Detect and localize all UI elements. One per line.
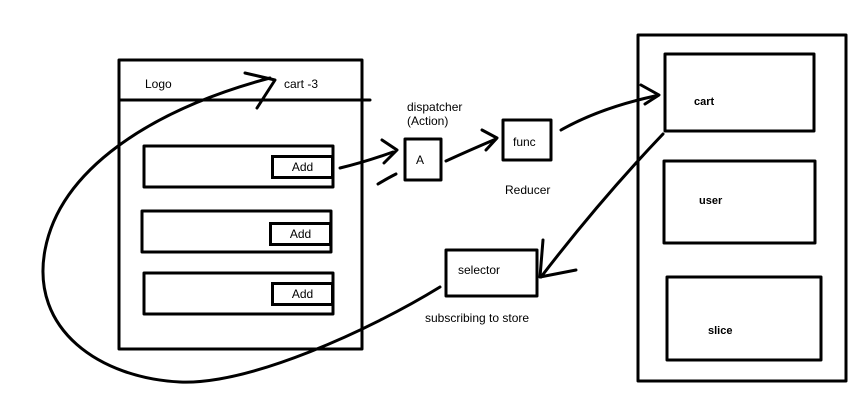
logo-label: Logo: [145, 77, 172, 91]
store-slice-cart-box: [663, 52, 816, 133]
store-slice-slice-label: slice: [708, 325, 733, 337]
add-button-3[interactable]: Add: [271, 282, 334, 306]
func-box-label: func: [513, 135, 536, 149]
store-slice-user-label: user: [699, 195, 723, 207]
arrow-add-to-action: [338, 138, 399, 186]
action-box: [403, 137, 443, 182]
arrow-store-to-selector: [538, 132, 665, 279]
store-slice-slice-box: [665, 275, 823, 362]
subscribe-label: subscribing to store: [425, 311, 530, 325]
reducer-label: Reducer: [505, 183, 551, 197]
store-frame: [636, 33, 848, 383]
action-box-label: A: [416, 153, 425, 167]
arrow-selector-to-cart: [41, 71, 442, 384]
add-button-1[interactable]: Add: [271, 155, 334, 179]
dispatcher-label: dispatcher (Action): [407, 100, 463, 128]
selector-box-label: selector: [458, 263, 501, 277]
func-box: [501, 118, 553, 162]
add-button-2[interactable]: Add: [269, 222, 332, 246]
cart-count-label: cart -3: [284, 77, 319, 91]
store-slice-cart-label: cart: [694, 96, 715, 108]
store-slice-user-box: [662, 159, 817, 245]
selector-box: [444, 248, 539, 298]
app-window-frame: [117, 58, 364, 351]
arrow-action-to-func: [444, 128, 499, 163]
arrow-func-to-store: [559, 83, 661, 132]
